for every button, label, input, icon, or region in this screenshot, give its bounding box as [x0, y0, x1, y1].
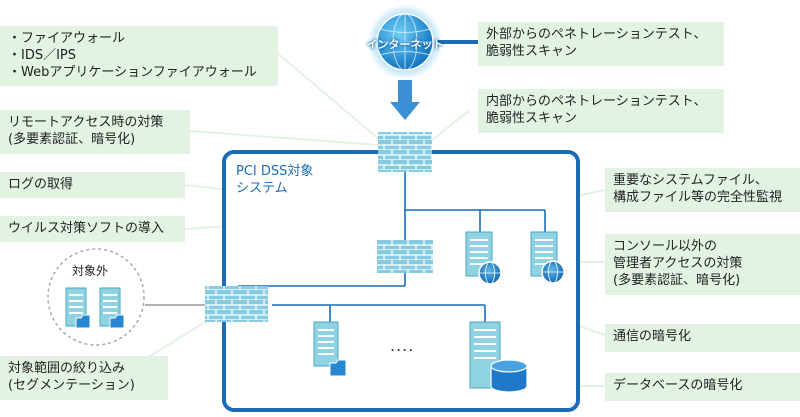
note-database-encryption: データベースの暗号化 — [605, 373, 800, 401]
pci-dss-system-label: PCI DSS対象 システム — [236, 164, 314, 196]
note-log-collection: ログの取得 — [0, 172, 185, 198]
note-admin-access: コンソール以外の 管理者アクセスの対策 (多要素認証、暗号化) — [605, 234, 800, 295]
note-segmentation: 対象範囲の絞り込み (セグメンテーション) — [0, 356, 168, 400]
segmentation-firewall-icon — [205, 286, 268, 322]
note-antivirus: ウイルス対策ソフトの導入 — [0, 216, 185, 242]
out-of-scope-label: 対象外 — [72, 264, 109, 278]
internal-firewall-icon — [377, 240, 433, 273]
internet-label: インターネット — [366, 38, 444, 51]
note-external-pentest: 外部からのペネトレーションテスト、 脆弱性スキャン — [478, 22, 724, 66]
note-internal-pentest: 内部からのペネトレーションテスト、 脆弱性スキャン — [478, 89, 724, 133]
note-remote-access: リモートアクセス時の対策 (多要素認証、暗号化) — [0, 110, 190, 154]
note-integrity-monitoring: 重要なシステムファイル、 構成ファイル等の完全性監視 — [605, 168, 800, 212]
internet-arrow-icon — [390, 80, 420, 120]
note-firewalls: ・ファイアウォール ・IDS／IPS ・Webアプリケーションファイアウォール — [0, 26, 278, 86]
out-of-scope-server-icon — [65, 287, 91, 329]
file-server-icon — [313, 321, 347, 377]
web-server-icon — [530, 231, 565, 284]
internet-globe-icon — [367, 4, 443, 80]
web-server-icon — [465, 231, 502, 285]
note-communication-encryption: 通信の暗号化 — [605, 324, 800, 352]
perimeter-firewall-icon — [378, 132, 432, 172]
out-of-scope-server-icon — [99, 287, 125, 329]
more-servers-ellipsis: .... — [390, 336, 415, 355]
database-server-icon — [469, 321, 528, 393]
